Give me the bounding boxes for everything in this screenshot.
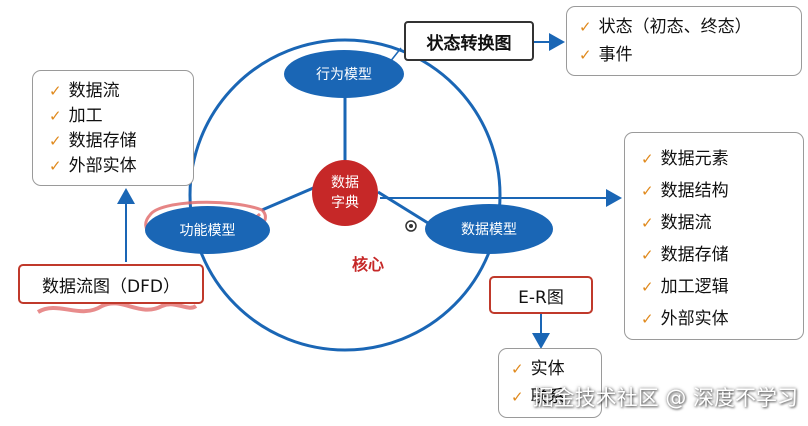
- list-item-label: 状态（初态、终态）: [598, 17, 752, 37]
- list-item: ✓ 实体: [511, 355, 601, 383]
- check-icon: ✓: [49, 157, 62, 175]
- er-list: ✓ 实体 ✓ 联系: [498, 348, 602, 418]
- list-item-label: 实体: [530, 359, 565, 379]
- list-item: ✓ 外部实体: [49, 154, 193, 179]
- data-dictionary-list: ✓ 数据元素 ✓ 数据结构 ✓ 数据流 ✓ 数据存储 ✓ 加工逻辑 ✓ 外部实体: [624, 132, 804, 340]
- check-icon: ✓: [49, 132, 62, 150]
- check-icon: ✓: [641, 182, 654, 200]
- state-diagram-box: 状态转换图: [404, 21, 534, 61]
- list-item: ✓ 加工逻辑: [641, 271, 803, 303]
- list-item: ✓ 联系: [511, 383, 601, 411]
- function-model-label: 功能模型: [179, 223, 236, 239]
- list-item-label: 数据结构: [660, 181, 729, 201]
- check-icon: ✓: [641, 278, 654, 296]
- link-function-core: [261, 184, 319, 212]
- check-icon: ✓: [49, 82, 62, 100]
- core-caption: 核心: [352, 255, 385, 274]
- check-icon: ✓: [641, 246, 654, 264]
- list-item-label: 联系: [530, 387, 565, 407]
- dfd-title: 数据流图（DFD）: [42, 276, 180, 297]
- list-item: ✓ 数据存储: [641, 239, 803, 271]
- behavior-model-label: 行为模型: [316, 67, 372, 83]
- list-item-label: 事件: [598, 45, 633, 65]
- data-model-node[interactable]: 数据模型: [425, 204, 553, 254]
- state-diagram-list: ✓ 状态（初态、终态） ✓ 事件: [566, 6, 802, 76]
- list-item: ✓ 数据流: [641, 207, 803, 239]
- list-item: ✓ 状态（初态、终态）: [579, 13, 801, 41]
- list-item-label: 数据流: [68, 81, 120, 101]
- check-icon: ✓: [641, 310, 654, 328]
- list-item-label: 外部实体: [660, 309, 729, 329]
- check-icon: ✓: [579, 18, 592, 36]
- main-circle: [188, 38, 502, 352]
- er-box: E-R图: [489, 276, 593, 314]
- list-item-label: 数据元素: [660, 149, 729, 169]
- check-icon: ✓: [511, 388, 524, 406]
- watermark: 掘金技术社区 @ 深度不学习: [532, 386, 798, 410]
- er-title: E-R图: [518, 287, 564, 308]
- list-item-label: 外部实体: [68, 156, 137, 176]
- list-item-label: 加工: [68, 106, 103, 126]
- data-model-label: 数据模型: [461, 222, 517, 238]
- list-item: ✓ 数据存储: [49, 129, 193, 154]
- check-icon: ✓: [641, 150, 654, 168]
- list-item: ✓ 数据流: [49, 79, 193, 104]
- list-item-label: 数据存储: [68, 131, 137, 151]
- list-item: ✓ 数据结构: [641, 175, 803, 207]
- function-model-node[interactable]: 功能模型: [145, 206, 270, 254]
- dfd-list: ✓ 数据流 ✓ 加工 ✓ 数据存储 ✓ 外部实体: [32, 70, 194, 186]
- list-item: ✓ 外部实体: [641, 303, 803, 335]
- check-icon: ✓: [579, 46, 592, 64]
- list-item-label: 数据流: [660, 213, 712, 233]
- state-diagram-title: 状态转换图: [426, 33, 512, 54]
- list-item-label: 数据存储: [660, 245, 729, 265]
- data-dictionary-core[interactable]: 数据 字典: [312, 160, 378, 226]
- check-icon: ✓: [641, 214, 654, 232]
- list-item: ✓ 数据元素: [641, 143, 803, 175]
- check-icon: ✓: [511, 360, 524, 378]
- behavior-model-node[interactable]: 行为模型: [284, 50, 404, 98]
- dfd-box: 数据流图（DFD）: [18, 264, 204, 304]
- list-item-label: 加工逻辑: [660, 277, 729, 297]
- check-icon: ✓: [49, 107, 62, 125]
- red-scribble-dfd: [36, 301, 198, 314]
- list-item: ✓ 加工: [49, 104, 193, 129]
- data-dictionary-label: 数据 字典: [331, 175, 359, 211]
- list-item: ✓ 事件: [579, 41, 801, 69]
